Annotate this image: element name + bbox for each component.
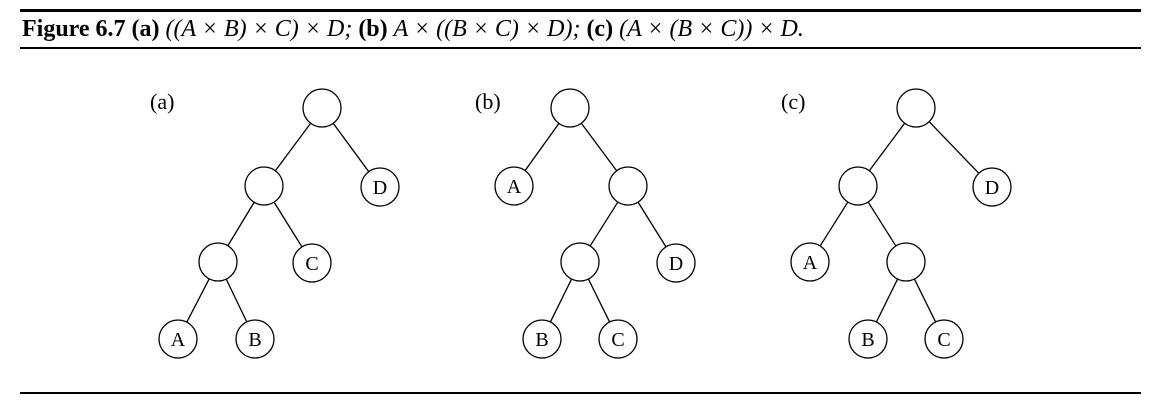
- internal-node: [550, 88, 590, 128]
- panel-label: (b): [475, 89, 501, 114]
- leaf-node-label: A: [171, 329, 186, 351]
- tree-edge: [637, 201, 667, 248]
- internal-node: [886, 242, 926, 282]
- internal-node: [244, 166, 284, 206]
- caption-part-c-expression: (A × (B × C)) × D.: [619, 16, 804, 42]
- top-rule: [20, 9, 1141, 12]
- tree-panel-b: (b) A D B C: [475, 88, 696, 359]
- tree-edge: [225, 278, 248, 323]
- leaf-node: [924, 319, 964, 359]
- leaf-node-label: B: [861, 329, 874, 351]
- tree-edge: [868, 122, 906, 172]
- tree-edge: [867, 201, 897, 247]
- tree-edge: [549, 278, 573, 323]
- tree-edge: [580, 122, 618, 172]
- figure-caption: Figure 6.7 (a) ((A × B) × C) × D; (b) A …: [22, 14, 804, 44]
- caption-rule: [20, 47, 1141, 49]
- caption-part-b-label: (b): [358, 16, 388, 42]
- tree-panel-a: (a) D C A B: [150, 88, 400, 359]
- leaf-node-label: B: [248, 329, 261, 351]
- panel-label: (c): [781, 89, 805, 114]
- tree-edge: [819, 201, 849, 247]
- tree-edge: [273, 201, 303, 248]
- tree-edge: [332, 122, 370, 173]
- internal-node: [302, 88, 342, 128]
- caption-part-a-expression: ((A × B) × C) × D;: [165, 16, 353, 42]
- leaf-node-label: C: [305, 253, 318, 275]
- leaf-node: [158, 319, 198, 359]
- internal-node: [198, 242, 238, 282]
- tree-edge: [589, 201, 619, 247]
- leaf-node-label: D: [373, 177, 387, 199]
- tree-edge: [913, 278, 937, 323]
- leaf-node: [494, 166, 534, 206]
- leaf-node: [848, 319, 888, 359]
- tree-panel-c: (c) D A B C: [781, 88, 1012, 359]
- tree-edge: [875, 278, 899, 323]
- internal-node: [560, 242, 600, 282]
- leaf-node: [790, 242, 830, 282]
- leaf-node: [656, 243, 696, 283]
- caption-part-b-expression: A × ((B × C) × D);: [393, 16, 581, 42]
- internal-node: [896, 88, 936, 128]
- caption-part-c-label: (c): [586, 16, 614, 42]
- tree-edge: [227, 201, 255, 247]
- leaf-node-label: A: [507, 176, 522, 198]
- leaf-node: [235, 319, 275, 359]
- tree-edge: [524, 123, 560, 171]
- leaf-node: [598, 319, 638, 359]
- leaf-node: [292, 243, 332, 283]
- tree-edge: [186, 278, 210, 323]
- leaf-node: [972, 167, 1012, 207]
- caption-part-a-label: (a): [131, 16, 160, 42]
- tree-edge: [928, 121, 980, 174]
- figure-label: Figure 6.7: [22, 16, 126, 42]
- tree-edge: [274, 122, 312, 172]
- leaf-node-label: D: [669, 253, 683, 275]
- leaf-node-label: B: [535, 329, 548, 351]
- internal-node: [838, 166, 878, 206]
- tree-edge: [587, 278, 611, 323]
- leaf-node: [360, 167, 400, 207]
- leaf-node-label: D: [985, 177, 999, 199]
- internal-node: [608, 166, 648, 206]
- leaf-node-label: C: [611, 329, 624, 351]
- leaf-node-label: C: [937, 329, 950, 351]
- bottom-rule: [20, 392, 1141, 394]
- panel-label: (a): [150, 89, 174, 114]
- leaf-node-label: A: [803, 252, 818, 274]
- leaf-node: [522, 319, 562, 359]
